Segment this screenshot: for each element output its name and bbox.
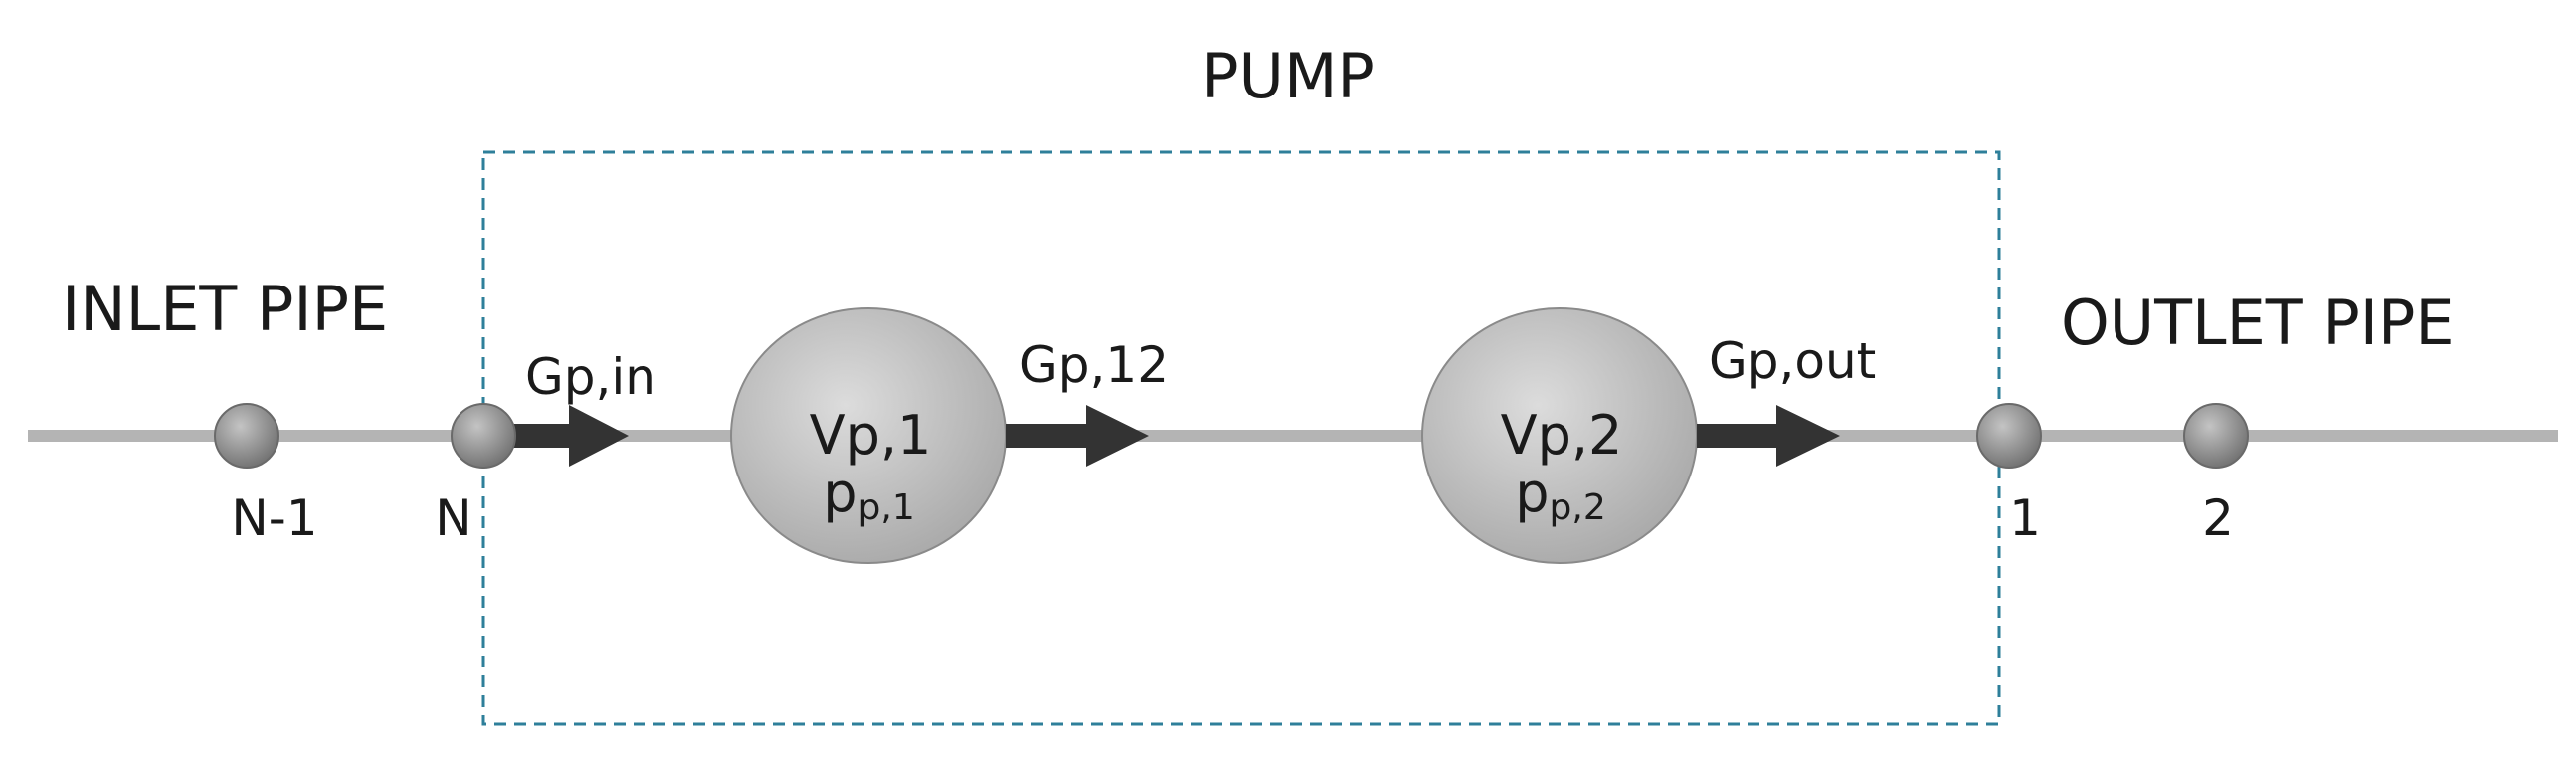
flow-label-12: Gp,12 <box>1019 336 1169 394</box>
pressure-base-2: p <box>1515 462 1549 524</box>
pressure-subscript-1: p,1 <box>858 487 915 528</box>
flow-label-out: Gp,out <box>1709 332 1876 390</box>
pressure-base-1: p <box>824 462 857 524</box>
node-label-2: 2 <box>2202 489 2234 547</box>
pump-title: PUMP <box>1201 40 1375 112</box>
pressure-subscript-2: p,2 <box>1550 487 1606 528</box>
node-2 <box>2183 403 2249 469</box>
pressure-label-2: pp,2 <box>1515 462 1605 528</box>
inlet-pipe-label: INLET PIPE <box>62 273 388 345</box>
node-n <box>451 403 516 469</box>
flow-arrow-12 <box>1006 405 1149 467</box>
node-label-n-minus-1: N-1 <box>231 489 317 547</box>
node-label-n: N <box>435 489 471 547</box>
node-n-minus-1 <box>214 403 279 469</box>
flow-arrow-in <box>497 405 629 467</box>
pressure-label-1: pp,1 <box>824 462 914 528</box>
flow-label-in: Gp,in <box>525 348 656 406</box>
outlet-pipe-label: OUTLET PIPE <box>2061 286 2455 359</box>
flow-arrow-out <box>1697 405 1840 467</box>
node-label-1: 1 <box>2009 489 2041 547</box>
node-1 <box>1976 403 2042 469</box>
volume-label-1: Vp,1 <box>810 404 932 467</box>
volume-label-2: Vp,2 <box>1501 404 1623 467</box>
